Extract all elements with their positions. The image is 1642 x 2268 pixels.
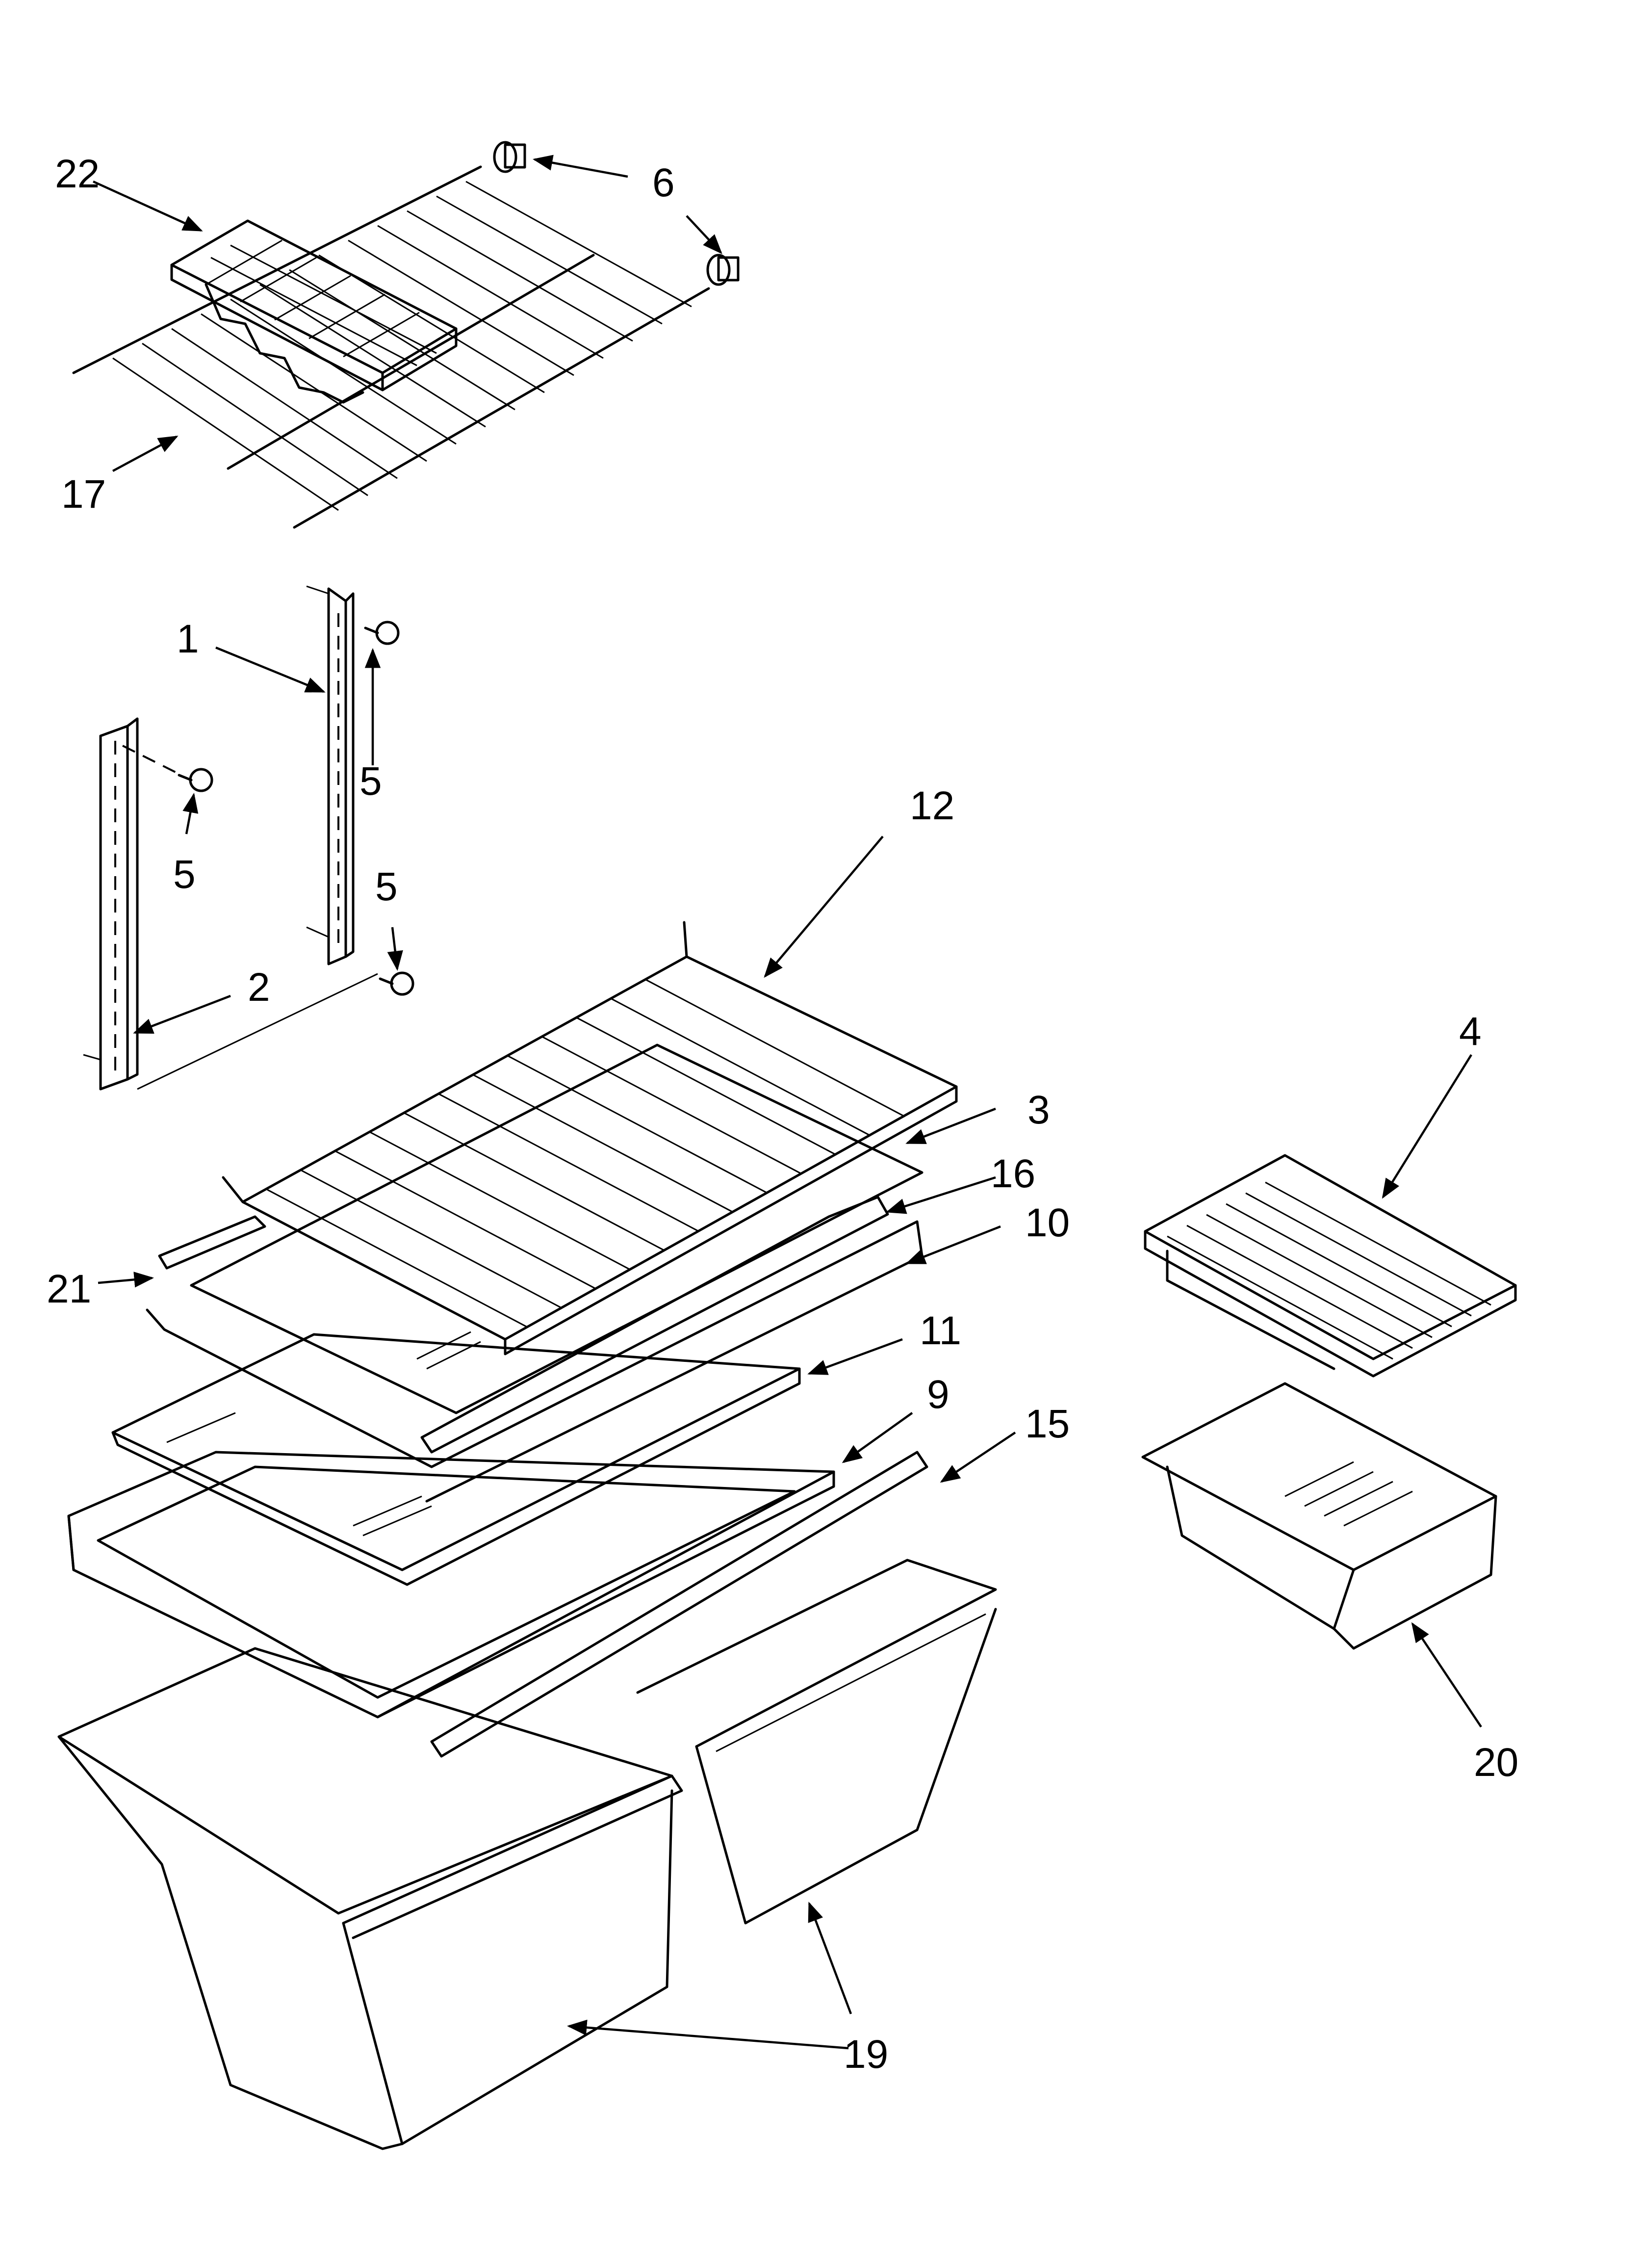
crisper-frame (67, 1451, 928, 1758)
callout-5-lower: 5 (375, 864, 398, 909)
callout-12: 12 (910, 783, 954, 828)
callout-20: 20 (1474, 1740, 1518, 1785)
callout-17: 17 (61, 472, 106, 517)
callout-19: 19 (844, 2032, 888, 2077)
callout-6: 6 (652, 160, 675, 205)
small-wire-shelf (1144, 1154, 1517, 1378)
callout-10: 10 (1025, 1200, 1070, 1245)
callout-21: 21 (47, 1267, 91, 1311)
crisper-cover-glass (111, 1333, 801, 1586)
screws (122, 621, 414, 996)
callout-11: 11 (920, 1308, 961, 1353)
glass-shelf (190, 1043, 924, 1414)
shelf-support-pins (493, 141, 740, 286)
freezer-wire-shelf (72, 165, 710, 529)
callout-15: 15 (1025, 1402, 1070, 1446)
callout-22: 22 (55, 152, 100, 196)
callout-1: 1 (177, 617, 199, 661)
shelf-trims (146, 1196, 924, 1503)
callout-2: 2 (248, 965, 270, 1010)
main-wire-shelf (222, 921, 958, 1356)
leader-lines (93, 155, 1482, 2050)
callout-3: 3 (1027, 1088, 1050, 1132)
callout-16: 16 (991, 1151, 1035, 1196)
callout-labels: 22 6 17 1 5 5 5 2 12 3 16 10 21 11 9 15 … (47, 152, 1518, 2077)
small-drawer (1141, 1382, 1497, 1650)
shelf-ladder-rail-right (306, 585, 355, 965)
callout-5-left: 5 (173, 852, 196, 897)
crisper-drawers (57, 1559, 997, 2150)
callout-5-upper: 5 (359, 759, 382, 804)
ice-cube-tray (170, 219, 458, 404)
callout-9: 9 (927, 1372, 949, 1417)
callout-4: 4 (1459, 1009, 1482, 1054)
shelf-ladder-rail-left (83, 717, 378, 1091)
